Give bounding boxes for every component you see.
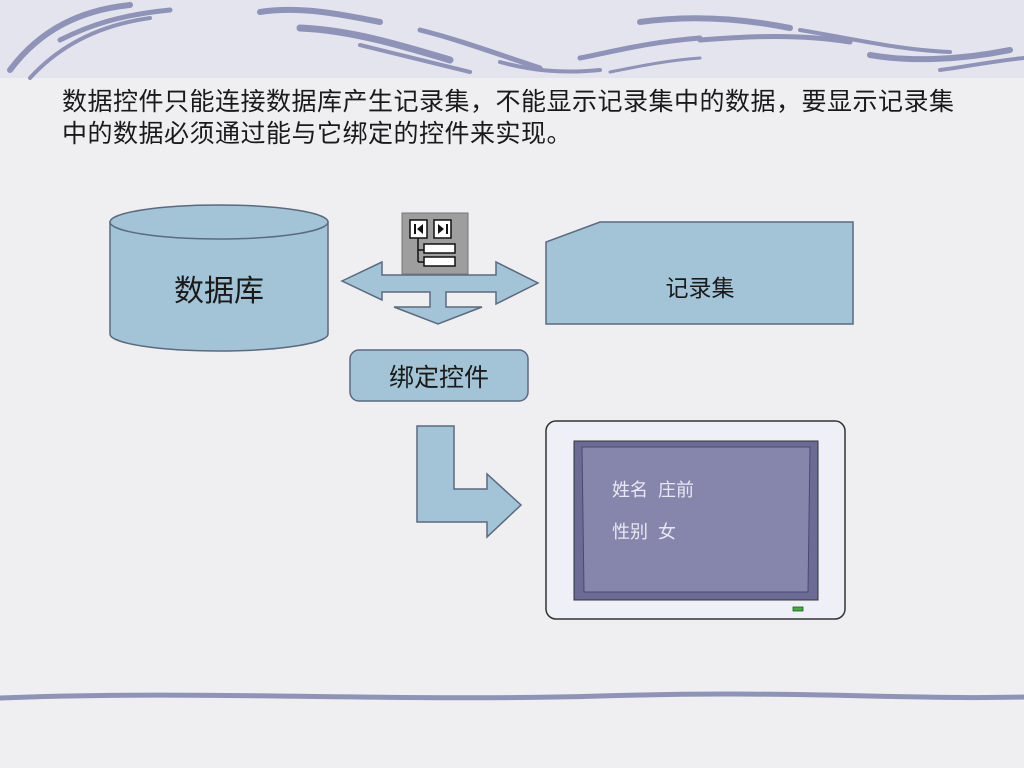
data-control-icon (401, 212, 469, 275)
monitor (545, 420, 846, 620)
database-cylinder (109, 204, 329, 352)
bound-control-box (349, 349, 529, 402)
recordset-label: 记录集 (665, 276, 735, 302)
database-label: 数据库 (174, 274, 264, 309)
top-decoration (0, 0, 1024, 80)
bent-arrow (416, 425, 523, 539)
gender-label: 性别 (612, 522, 648, 543)
name-value: 庄前 (658, 480, 694, 501)
bound-control-label: 绑定控件 (388, 363, 489, 392)
bottom-decoration (0, 691, 1024, 701)
screen-name-row: 姓名庄前 (612, 476, 694, 502)
three-way-arrow (340, 260, 540, 325)
intro-text: 数据控件只能连接数据库产生记录集，不能显示记录集中的数据，要显示记录集中的数据必… (62, 87, 955, 148)
gender-value: 女 (658, 522, 676, 543)
screen-gender-row: 性别女 (612, 518, 676, 544)
name-label: 姓名 (612, 480, 648, 501)
recordset-shape (545, 221, 854, 325)
